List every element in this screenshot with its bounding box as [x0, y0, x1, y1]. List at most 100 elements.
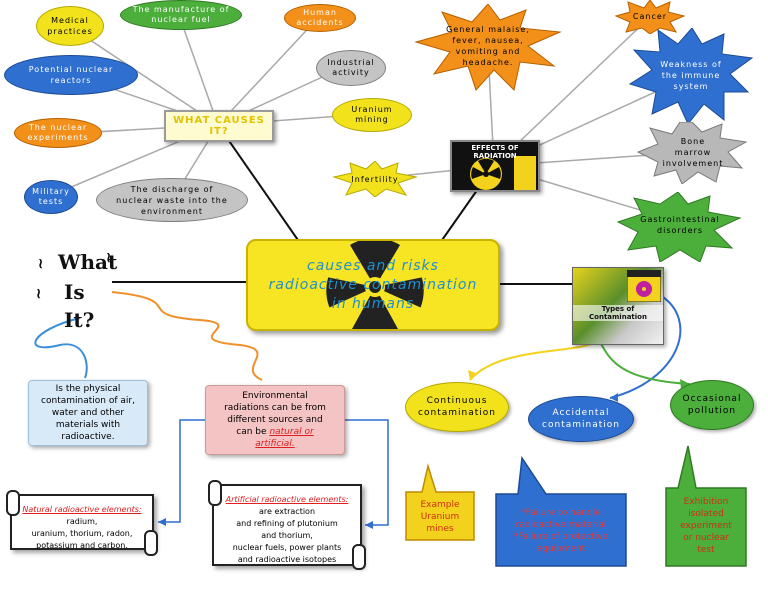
spark-icon: ≀: [106, 250, 112, 266]
cause-text: Industrial: [327, 58, 375, 67]
cause-text: The nuclear: [28, 123, 88, 132]
effect-text: system: [673, 81, 709, 91]
effect-cancer[interactable]: Cancer: [624, 6, 676, 26]
cause-text: Medical: [51, 16, 89, 25]
scroll-curl-icon: [144, 530, 158, 556]
cause-text: experiments: [27, 133, 89, 142]
effect-text: vomiting and: [455, 47, 521, 56]
cause-text: mining: [355, 115, 389, 124]
environmental-radiations-box[interactable]: Environmental radiations can be from dif…: [205, 385, 345, 455]
natural-or-artificial-link[interactable]: artificial.: [255, 439, 295, 449]
types-of-contamination-label: Types of Contamination: [573, 305, 663, 321]
cause-medical-practices[interactable]: Medical practices: [36, 6, 104, 46]
definition-text: Is the physical: [55, 384, 121, 394]
cause-text: The manufacture of: [132, 5, 230, 14]
effects-of-radiation-box[interactable]: EFFECTS OF RADIATION: [450, 140, 540, 192]
effect-text: Cancer: [632, 11, 668, 21]
sources-text: radiations can be from: [224, 403, 326, 413]
effect-immune-star: [628, 28, 754, 124]
accidental-contamination[interactable]: Accidental contamination: [528, 396, 634, 442]
effect-infertility[interactable]: Infertility: [344, 170, 406, 188]
scroll-curl-icon: [352, 544, 366, 570]
effect-text: General malaise,: [446, 25, 530, 34]
natural-or-artificial-link[interactable]: natural or: [269, 427, 314, 437]
effect-gastro-star: [616, 192, 742, 262]
artificial-elements-text: nuclear fuels, power plants: [232, 543, 342, 552]
natural-elements-scroll[interactable]: Natural radioactive elements: radium, ur…: [6, 490, 158, 556]
artificial-elements-text: and refining of plutonium: [236, 519, 338, 528]
what-is-it-title[interactable]: What Is It? ≀ ≀ ≀: [36, 244, 117, 332]
artificial-elements-title: Artificial radioactive elements:: [225, 495, 349, 504]
effects-of-radiation-label: EFFECTS OF RADIATION: [471, 144, 519, 160]
cause-text: accidents: [296, 18, 344, 27]
effect-text: Infertility: [351, 174, 399, 184]
contamination-type-text: Continuous: [426, 396, 488, 406]
contamination-type-text: pollution: [687, 406, 737, 416]
cause-text: tests: [38, 197, 64, 206]
natural-elements-title: Natural radioactive elements:: [22, 505, 142, 514]
effect-bone-star: [636, 122, 748, 184]
types-of-contamination-image[interactable]: Types of Contamination: [572, 267, 664, 345]
contamination-type-text: Accidental: [552, 408, 610, 418]
effect-malaise[interactable]: General malaise, fever, nausea, vomiting a…: [440, 14, 536, 78]
contamination-type-text: contamination: [542, 420, 620, 430]
sources-text: can be: [236, 427, 267, 437]
example-accidental[interactable]: *Failure to handle radioactive material *F…: [496, 500, 626, 562]
cause-text: nuclear waste into the: [116, 195, 228, 205]
artificial-elements-text: and thorium,: [261, 531, 313, 540]
what-causes-it-box[interactable]: WHAT CAUSES IT?: [164, 110, 274, 142]
example-text: Uranium: [420, 512, 460, 522]
spark-icon: ≀: [38, 256, 44, 272]
example-text: mines: [426, 524, 454, 534]
natural-elements-text: uranium, thorium, radon,: [31, 529, 133, 538]
scroll-curl-icon: [6, 490, 20, 516]
example-text: equipment: [536, 544, 586, 554]
cause-text: practices: [47, 27, 93, 36]
effect-text: Gastrointestinal: [640, 215, 720, 224]
spark-icon: ≀: [36, 286, 42, 302]
artificial-elements-scroll[interactable]: Artificial radioactive elements: are ext…: [208, 480, 366, 570]
cause-text: activity: [332, 68, 370, 77]
sources-text: different sources and: [227, 415, 323, 425]
effect-text: Weakness of: [660, 59, 722, 69]
natural-elements-text: potassium and carbon.: [36, 541, 128, 550]
central-topic[interactable]: causes and risks radioactive contaminati…: [246, 239, 500, 331]
sources-text: Environmental: [242, 391, 308, 401]
effect-text: fever, nausea,: [452, 36, 524, 45]
definition-text: water and other: [51, 408, 125, 418]
definition-text: materials with: [55, 420, 121, 430]
radiation-symbol-icon: [326, 241, 424, 329]
example-text: *Failure of protective: [513, 532, 609, 542]
cause-text: Human: [303, 8, 337, 17]
example-text: *Failure to handle: [521, 508, 601, 518]
natural-elements-text: radium,: [66, 517, 98, 526]
cause-text: Uranium: [351, 105, 393, 114]
cause-text: reactors: [50, 76, 92, 85]
what-causes-it-label: WHAT CAUSES IT?: [173, 115, 265, 137]
artificial-elements-text: and radioactive isotopes: [237, 555, 337, 564]
example-text: isolated: [688, 509, 724, 519]
example-text: Example: [420, 500, 460, 510]
example-text: radioactive material: [515, 520, 607, 530]
scroll-curl-icon: [208, 480, 222, 506]
cause-text: nuclear fuel: [151, 15, 211, 24]
radiation-warning-icon: [470, 156, 536, 190]
definition-text: radioactive.: [61, 432, 115, 442]
effect-text: headache.: [462, 58, 514, 67]
